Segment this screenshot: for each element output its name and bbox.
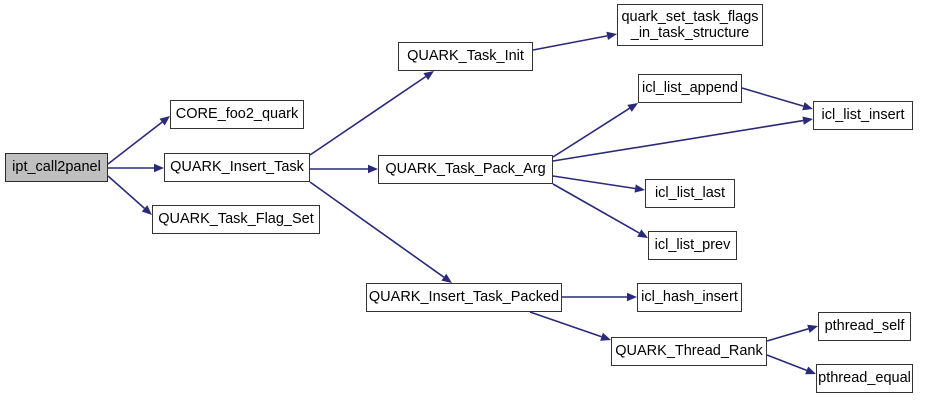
call-edge (107, 175, 152, 215)
graph-node-ipt-call2panel[interactable]: ipt_call2panel (5, 153, 108, 182)
graph-node-icl-list-insert[interactable]: icl_list_insert (813, 101, 913, 130)
graph-node-label: icl_list_prev (654, 237, 731, 254)
graph-node-quark-insert-task-packed[interactable]: QUARK_Insert_Task_Packed (366, 283, 562, 312)
call-edge (532, 31, 617, 51)
call-edge (529, 311, 611, 341)
call-edge (552, 116, 813, 162)
graph-node-label: QUARK_Task_Pack_Arg (385, 161, 546, 178)
graph-node-pthread-equal[interactable]: pthread_equal (816, 364, 913, 393)
graph-node-label: pthread_equal (818, 370, 911, 387)
graph-node-quark-insert-task[interactable]: QUARK_Insert_Task (164, 153, 310, 182)
graph-node-icl-list-prev[interactable]: icl_list_prev (648, 231, 737, 260)
graph-node-quark-set-task-flags[interactable]: quark_set_task_flags _in_task_structure (617, 4, 763, 46)
graph-node-icl-hash-insert[interactable]: icl_hash_insert (637, 283, 742, 312)
graph-node-quark-thread-rank[interactable]: QUARK_Thread_Rank (611, 337, 767, 366)
graph-node-core-foo2-quark[interactable]: CORE_foo2_quark (170, 100, 304, 129)
graph-node-label: ipt_call2panel (12, 159, 101, 176)
graph-node-icl-list-append[interactable]: icl_list_append (638, 74, 742, 103)
graph-node-label: QUARK_Task_Flag_Set (158, 211, 314, 228)
graph-node-label: CORE_foo2_quark (175, 106, 299, 123)
graph-node-quark-task-flag-set[interactable]: QUARK_Task_Flag_Set (152, 205, 320, 234)
graph-node-label: QUARK_Insert_Task_Packed (368, 289, 560, 306)
graph-node-label: QUARK_Insert_Task (170, 159, 304, 176)
call-edge (108, 163, 164, 173)
graph-node-label: icl_hash_insert (641, 289, 738, 306)
graph-node-label: pthread_self (824, 318, 905, 335)
graph-node-pthread-self[interactable]: pthread_self (818, 312, 911, 341)
graph-node-quark-task-pack-arg[interactable]: QUARK_Task_Pack_Arg (378, 155, 553, 184)
call-edge (766, 354, 816, 375)
call-edge (310, 164, 378, 174)
call-edge (562, 292, 637, 302)
call-edge (766, 324, 818, 342)
call-edge (309, 181, 452, 283)
call-edge (552, 175, 645, 193)
call-edge (552, 183, 648, 238)
graph-node-label: icl_list_last (654, 185, 726, 202)
graph-node-label: QUARK_Thread_Rank (615, 343, 763, 360)
graph-node-label: icl_list_insert (821, 107, 905, 124)
call-edge (741, 87, 813, 111)
call-edge (309, 71, 434, 156)
call-edge (107, 116, 170, 165)
graph-node-label: QUARK_Task_Init (407, 48, 524, 65)
graph-node-label: quark_set_task_flags _in_task_structure (621, 8, 759, 41)
graph-node-quark-task-init[interactable]: QUARK_Task_Init (398, 42, 533, 71)
graph-node-icl-list-last[interactable]: icl_list_last (645, 179, 735, 208)
call-edge (552, 103, 638, 158)
graph-node-label: icl_list_append (642, 80, 738, 97)
